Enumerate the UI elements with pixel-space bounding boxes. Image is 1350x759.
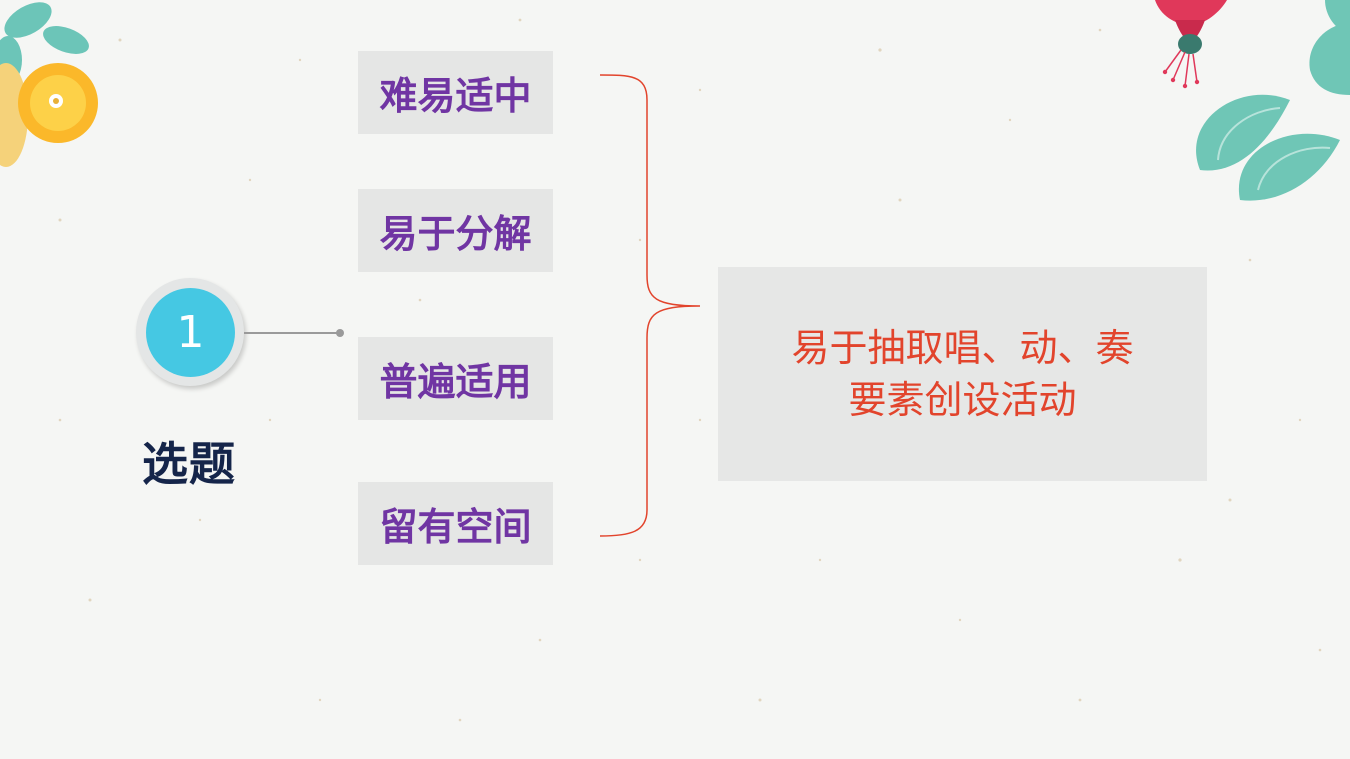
criterion-box-2: 易于分解 xyxy=(358,189,553,272)
teal-leaves-icon xyxy=(1196,0,1350,201)
result-line-1: 易于抽取唱、动、奏 xyxy=(791,326,1134,370)
connector-dot xyxy=(336,329,344,337)
criterion-box-4: 留有空间 xyxy=(358,482,553,565)
criterion-box-3: 普遍适用 xyxy=(358,337,553,420)
connector-line xyxy=(244,332,340,334)
curly-brace xyxy=(599,74,701,537)
result-line-2: 要素创设活动 xyxy=(848,378,1077,422)
result-box: 易于抽取唱、动、奏 要素创设活动 xyxy=(718,267,1207,481)
yellow-flower-icon xyxy=(0,2,98,167)
pink-fuchsia-flower-icon xyxy=(1155,0,1227,89)
criterion-box-1: 难易适中 xyxy=(358,51,553,134)
topic-title: 选题 xyxy=(142,437,236,491)
step-number-badge: 1 xyxy=(146,288,235,377)
